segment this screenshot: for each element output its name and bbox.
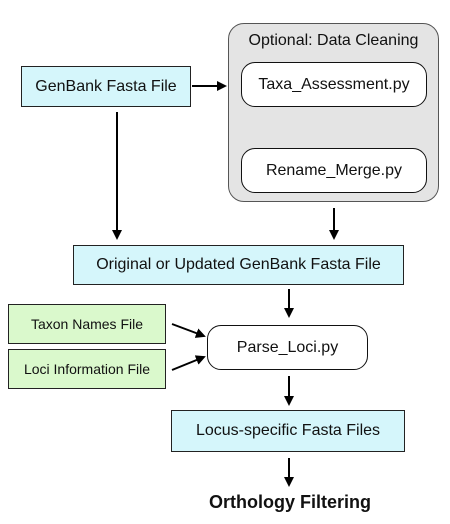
loci-information-file-box: Loci Information File (8, 349, 166, 389)
arrow-taxon-names-to-parse-loci (171, 323, 206, 338)
updated-genbank-fasta-file-box: Original or Updated GenBank Fasta File (73, 245, 404, 285)
taxon-names-file-box: Taxon Names File (8, 304, 166, 344)
optional-group-title: Optional: Data Cleaning (248, 32, 419, 49)
locus-specific-fasta-files-box: Locus-specific Fasta Files (171, 410, 405, 452)
parse-loci-step: Parse_Loci.py (207, 325, 368, 370)
orthology-filtering-label: Orthology Filtering (209, 492, 371, 512)
genbank-fasta-file-box: GenBank Fasta File (21, 66, 191, 107)
taxa-assessment-step: Taxa_Assessment.py (241, 62, 427, 107)
rename-merge-step: Rename_Merge.py (241, 148, 427, 193)
arrow-loci-info-to-parse-loci (171, 355, 206, 371)
